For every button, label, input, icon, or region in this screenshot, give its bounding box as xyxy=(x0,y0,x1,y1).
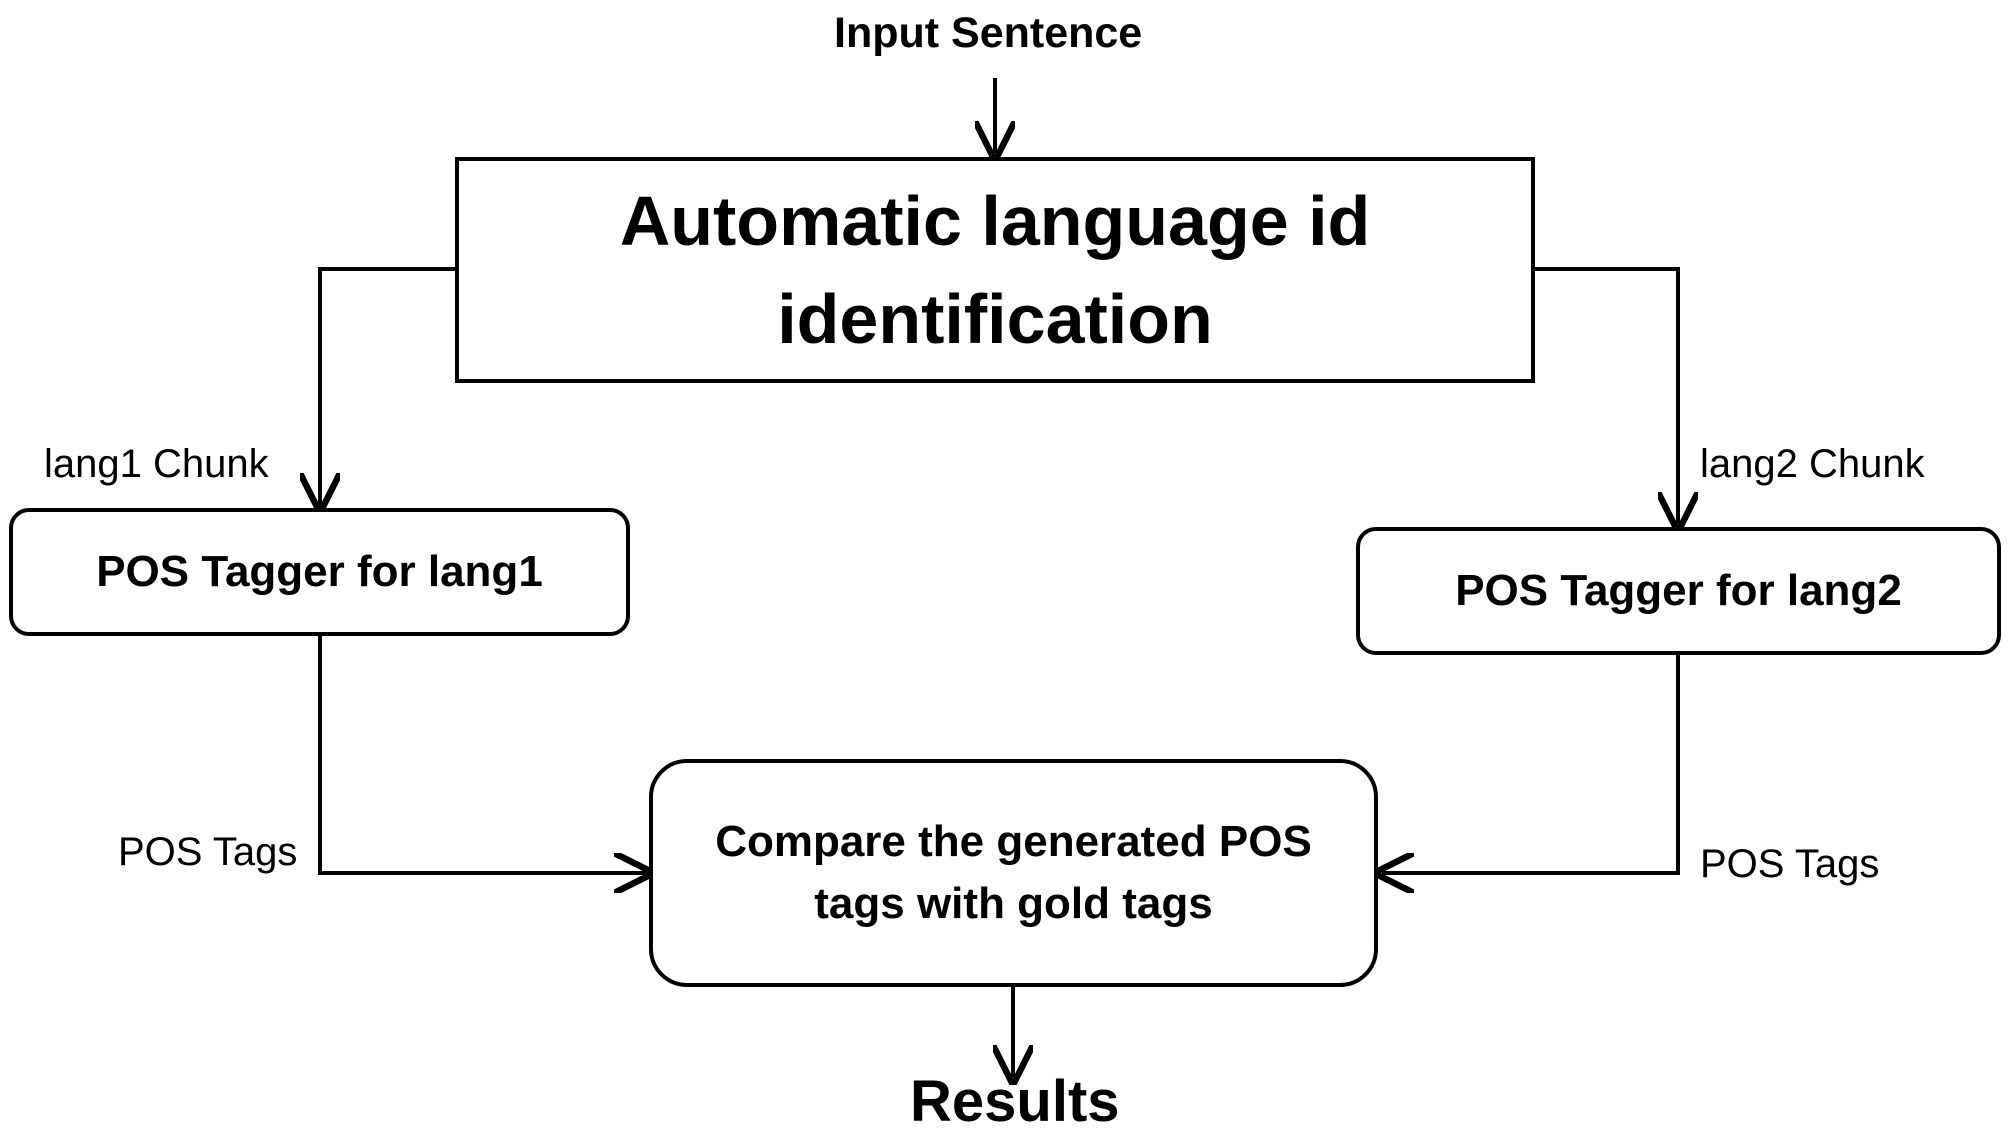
pos-tagger-lang2-box: POS Tagger for lang2 xyxy=(1356,527,2001,655)
compare-tags-label: Compare the generated POS tags with gold… xyxy=(715,817,1312,928)
input-sentence-label: Input Sentence xyxy=(834,9,1143,57)
lang2-chunk-label: lang2 Chunk xyxy=(1700,442,1925,486)
pos-tagger-lang1-box: POS Tagger for lang1 xyxy=(9,508,630,636)
compare-tags-box: Compare the generated POS tags with gold… xyxy=(649,759,1378,987)
arrow-langid-to-tagger2 xyxy=(1534,267,1678,524)
pos-tagger-lang2-label: POS Tagger for lang2 xyxy=(1455,566,1902,615)
arrow-tagger2-to-compare xyxy=(1382,655,1680,873)
language-id-box-label: Automatic language id identification xyxy=(619,182,1371,358)
pos-tagger-lang1-label: POS Tagger for lang1 xyxy=(96,547,543,596)
language-id-box: Automatic language id identification xyxy=(455,157,1535,383)
arrow-langid-to-tagger1 xyxy=(320,267,456,505)
pos-tags-left-label: POS Tags xyxy=(118,830,298,874)
pos-tags-right-label: POS Tags xyxy=(1700,842,1880,886)
lang1-chunk-label: lang1 Chunk xyxy=(44,442,269,486)
arrow-tagger1-to-compare xyxy=(318,636,646,873)
results-label: Results xyxy=(910,1069,1120,1134)
